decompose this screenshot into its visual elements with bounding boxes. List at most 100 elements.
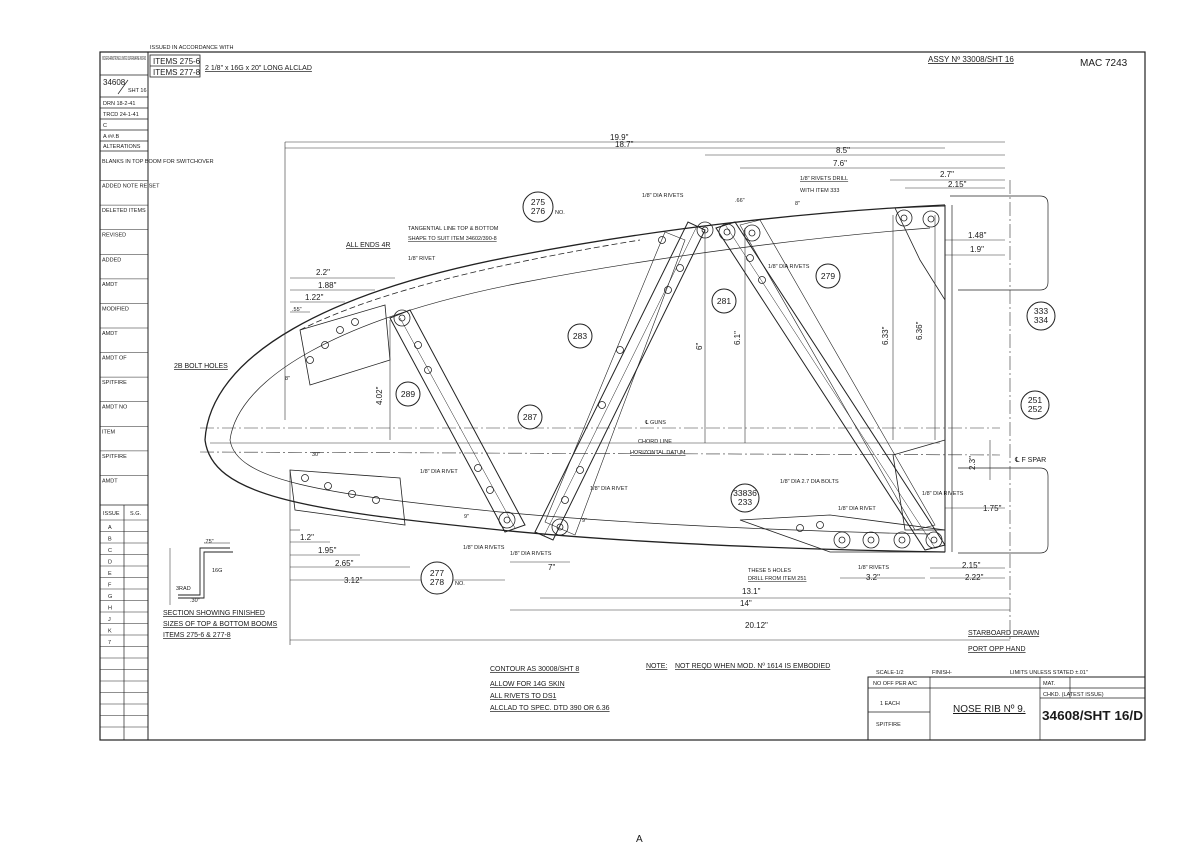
items-box: ITEMS 275-6 ITEMS 277-8 <box>149 54 201 78</box>
section-30: .30" <box>190 598 200 604</box>
stock-size: 2 1/8" x 16G x 20" LONG ALCLAD <box>205 65 312 72</box>
rivet-hole <box>324 482 332 490</box>
rivet-note-f: 1/8" DIA RIVET <box>838 506 876 512</box>
dimension-lines <box>284 141 1010 645</box>
bolt-hole-center <box>556 523 564 531</box>
rivet-hole <box>658 236 666 244</box>
title-block <box>867 676 1146 741</box>
tangential-note-1: TANGENTIAL LINE TOP & BOTTOM <box>408 226 499 232</box>
bolt-hole-center <box>898 536 906 544</box>
rivet-hole <box>598 401 606 409</box>
rivet-hole <box>676 264 684 272</box>
issue-letter: J <box>108 617 111 623</box>
guns-label: ℄ GUNS <box>645 419 666 426</box>
rivet-hole <box>561 496 569 504</box>
rivet-note-1: 1/8" RIVET <box>408 256 436 262</box>
callout-circle <box>567 323 593 349</box>
dim-2-22: 2.22" <box>965 573 984 582</box>
date-row-1: DRN 18-2-41 <box>103 101 135 107</box>
scale-label: SCALE-1/2 <box>876 670 904 676</box>
callout-circle <box>730 483 760 513</box>
part-name: NOSE RIB Nº 9. <box>953 704 1026 715</box>
rivet-note-a: 1/8" DIA RIVET <box>420 469 458 475</box>
port-note: PORT OPP HAND <box>968 646 1026 653</box>
callout-circle <box>1026 301 1056 331</box>
bolt-hole-center <box>503 516 511 524</box>
callout-number: 279 <box>821 271 835 281</box>
dim-9-b: 9" <box>582 518 587 524</box>
rivet-hole <box>746 254 754 262</box>
dim-2-15-bot: 2.15" <box>962 561 981 570</box>
alteration-note: ADDED <box>102 257 121 263</box>
assembly-number: ASSY Nº 33008/SHT 16 <box>928 55 1014 64</box>
bolt-hole <box>551 518 569 536</box>
alclad-note: ALCLAD TO SPEC. DTD 390 OR 6.36 <box>490 705 610 712</box>
dim-8-b: 8" <box>285 376 290 382</box>
finish-label: FINISH- <box>932 670 952 676</box>
rivet-hole <box>816 521 824 529</box>
date-row-2: TRCD 24-1-41 <box>103 112 139 118</box>
annotations: TANGENTIAL LINE TOP & BOTTOM SHAPE TO SU… <box>163 176 1046 712</box>
dim-8-5: 8.5" <box>836 146 850 155</box>
alteration-note: ADDED NOTE RE SET <box>102 184 160 190</box>
bolt-hole <box>895 209 913 227</box>
bolt-hole <box>922 210 940 228</box>
bolt-hole-center <box>748 229 756 237</box>
alteration-note: SPITFIRE <box>102 454 127 460</box>
dim-3-2: 3.2" <box>866 573 880 582</box>
section-detail <box>169 542 233 605</box>
dim-19-9: 19.9" <box>610 133 629 142</box>
rivet-hole <box>486 486 494 494</box>
section-3rad: 3RAD <box>176 586 191 592</box>
chord-line-label: CHORD LINE <box>638 439 672 445</box>
rivet-note-e: 1/8" DIA RIVETS <box>922 491 964 497</box>
callout-number: 333 <box>1034 306 1048 316</box>
dia-rivets-note-2: 1/8" DIA RIVETS <box>768 264 810 270</box>
dim-14: 14" <box>740 599 752 608</box>
bolt-hole-center <box>927 215 935 223</box>
bolt-hole <box>833 531 851 549</box>
note-text: NOT REQD WHEN MOD. Nº 1614 IS EMBODIED <box>675 663 830 670</box>
rivet-hole <box>336 326 344 334</box>
dim-1-2: 1.2" <box>300 533 314 542</box>
all-ends-note: ALL ENDS 4R <box>346 242 390 249</box>
contour-note: CONTOUR AS 30008/SHT 8 <box>490 666 579 673</box>
dim-66: .66" <box>735 198 745 204</box>
issue-letter: B <box>108 537 112 543</box>
bolt-hole <box>393 309 411 327</box>
bolt-hole <box>498 511 516 529</box>
rivet-hole <box>301 474 309 482</box>
section-16g: 16G <box>212 568 222 574</box>
issue-label: ISSUE <box>103 511 120 517</box>
rivet-hole <box>321 341 329 349</box>
callout-number: 289 <box>401 389 415 399</box>
callout-number: 233 <box>738 497 752 507</box>
alteration-note: AMDT NO <box>102 405 128 411</box>
rivet-note-b: 1/8" DIA RIVET <box>590 486 628 492</box>
dim-1-88: 1.88" <box>318 281 337 290</box>
rivet-note-c: 1/8" DIA RIVETS <box>463 545 505 551</box>
dia-rivets-note: 1/8" DIA RIVETS <box>642 193 684 199</box>
title-dwg-number: 34608/SHT 16/D <box>1042 708 1143 723</box>
date-row-4: A ##.B <box>103 134 120 140</box>
alteration-note: ITEM <box>102 429 116 435</box>
chkd-label: CHKD. (LATEST ISSUE) <box>1043 692 1104 698</box>
dim-1-9: 1.9" <box>970 245 984 254</box>
rivet-hole <box>576 466 584 474</box>
all-rivets-note: ALL RIVETS TO DS1 <box>490 693 557 700</box>
bolt-hole <box>862 531 880 549</box>
left-dwg-number: 34608 <box>103 78 126 87</box>
rivet-note-d: 1/8" DIA RIVETS <box>510 551 552 557</box>
callout-number: 287 <box>523 412 537 422</box>
issue-letter: F <box>108 583 112 589</box>
rivet-hole <box>414 341 422 349</box>
alteration-note: MODIFIED <box>102 306 129 312</box>
rivets-bottom-note: 1/8" RIVETS <box>858 565 889 571</box>
dim-7: 7" <box>548 563 555 572</box>
company-name: VICKERS-ARMSTRONGS LIMITED SUPERMARINE W… <box>102 56 146 62</box>
dim-6-1: 6.1" <box>733 331 742 345</box>
bolt-hole-center <box>838 536 846 544</box>
issue-letter: A <box>108 525 112 531</box>
